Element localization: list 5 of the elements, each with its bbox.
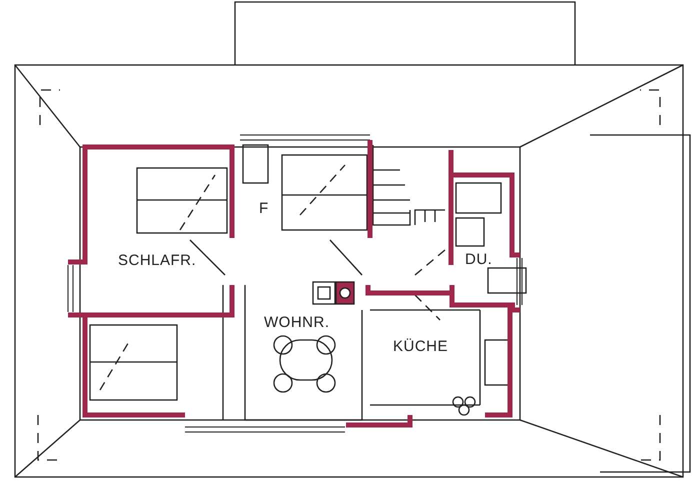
room-label: DU.: [465, 251, 492, 268]
room-label: WOHNR.: [264, 314, 330, 331]
room-label: F: [259, 200, 269, 217]
room-label: SCHLAFR.: [118, 252, 196, 269]
room-label: KÜCHE: [393, 338, 448, 355]
